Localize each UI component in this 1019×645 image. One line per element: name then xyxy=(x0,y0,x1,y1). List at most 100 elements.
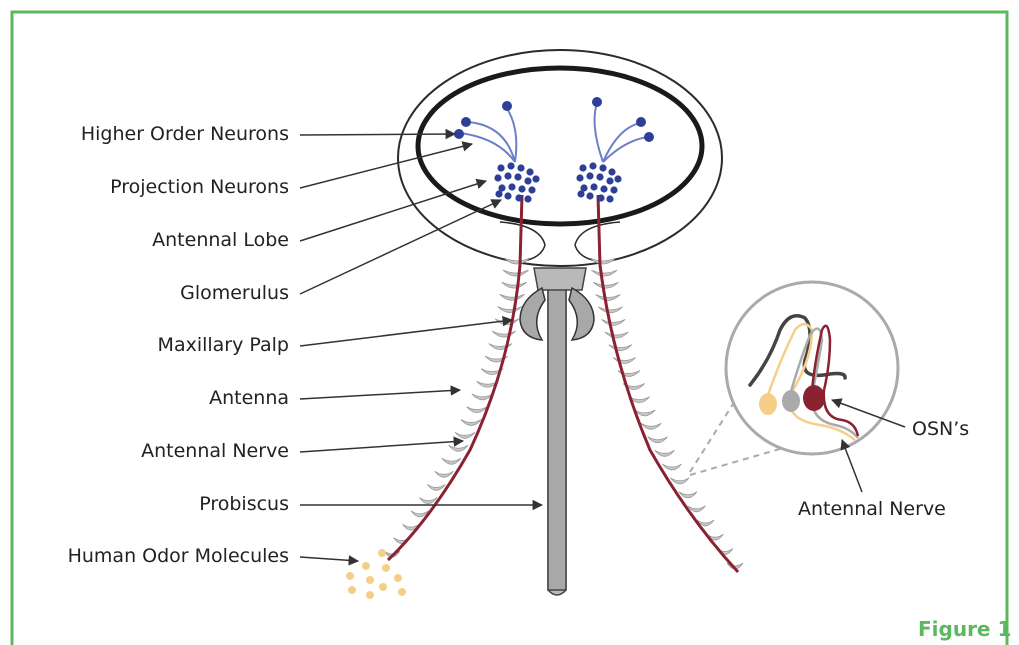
left-higher-neuron-3 xyxy=(502,101,512,111)
glomerulus-dot xyxy=(515,194,522,201)
glomerulus-dot xyxy=(526,168,533,175)
glomerulus-dot xyxy=(606,195,613,202)
glomerulus-dot xyxy=(504,192,511,199)
antenna-segment xyxy=(655,450,674,456)
antenna-segment xyxy=(442,458,461,464)
odor-molecules xyxy=(346,549,406,599)
odor-molecule xyxy=(348,586,356,594)
antenna-segment xyxy=(601,319,625,325)
antenna-segment xyxy=(461,419,481,425)
antenna-segment xyxy=(679,492,697,498)
glomerulus-dot xyxy=(614,175,621,182)
glomerulus-dot xyxy=(599,164,606,171)
right-higher-neuron-2 xyxy=(636,117,646,127)
glomerulus-dot xyxy=(586,172,593,179)
glomerulus-dot xyxy=(528,186,535,193)
label-osns: OSN’s xyxy=(912,418,969,440)
glomerulus-dot xyxy=(532,175,539,182)
antenna-segment xyxy=(503,270,529,276)
odor-molecule xyxy=(346,572,354,580)
arrow-higher-order xyxy=(300,134,455,135)
arrow-antennal-nerve xyxy=(300,441,463,452)
glomerulus-dot xyxy=(507,162,514,169)
inset-soma-red xyxy=(803,385,825,411)
label-antennal-nerve: Antennal Nerve xyxy=(141,440,289,462)
figure-caption: Figure 1 xyxy=(918,617,1011,641)
inset-circle xyxy=(726,282,898,454)
odor-molecule xyxy=(394,574,402,582)
antenna-segment xyxy=(598,307,622,313)
label-glomerulus: Glomerulus xyxy=(180,282,289,304)
label-human-odor-molecules: Human Odor Molecules xyxy=(68,545,289,567)
odor-molecule xyxy=(382,564,390,572)
odor-molecule xyxy=(379,583,387,591)
antenna-segment xyxy=(467,407,488,413)
antenna-segment xyxy=(427,484,445,490)
glomerulus-dot xyxy=(518,185,525,192)
glomerulus-dot xyxy=(586,192,593,199)
arrow-odor xyxy=(300,557,358,561)
brain-outline xyxy=(418,68,702,224)
proboscis-shaft xyxy=(548,290,566,590)
right-antenna xyxy=(590,258,743,569)
antenna-segment xyxy=(648,437,668,443)
antenna-segment xyxy=(455,432,475,438)
glomerulus-dot xyxy=(608,168,615,175)
glomerulus-dot xyxy=(577,190,584,197)
glomerulus-dot xyxy=(610,186,617,193)
left-higher-neuron-1 xyxy=(461,117,471,127)
glomerulus-dot xyxy=(504,172,511,179)
antenna-segment xyxy=(502,282,527,288)
antenna-segment xyxy=(613,358,636,364)
glomerulus-dot xyxy=(514,173,521,180)
antenna-segment xyxy=(591,270,617,276)
label-maxillary-palp: Maxillary Palp xyxy=(158,334,289,356)
label-projection-neurons: Projection Neurons xyxy=(110,176,289,198)
inset-soma-gray xyxy=(782,390,800,412)
glomerulus-dot xyxy=(579,164,586,171)
odor-molecule xyxy=(366,576,374,584)
glomerulus-dot xyxy=(494,174,501,181)
antenna-segment xyxy=(419,498,437,504)
glomerulus-dot xyxy=(495,190,502,197)
glomerulus-dot xyxy=(508,183,515,190)
antenna-segment xyxy=(670,478,689,484)
antenna-segment xyxy=(641,423,661,429)
glomerulus-dot xyxy=(517,164,524,171)
label-antennal-lobe: Antennal Lobe xyxy=(152,229,289,251)
odor-molecule xyxy=(362,562,370,570)
antenna-segment xyxy=(449,445,468,451)
odor-molecule xyxy=(378,549,386,557)
label-proboscis: Probiscus xyxy=(199,493,289,515)
antenna-segment xyxy=(492,331,515,337)
arrow-maxillary-palp xyxy=(300,320,512,346)
glomerulus-dot xyxy=(590,183,597,190)
arrow-antenna xyxy=(300,390,460,399)
glomerulus-dot xyxy=(589,162,596,169)
odor-molecule xyxy=(366,591,374,599)
glomerulus-dot xyxy=(597,194,604,201)
glomerulus-dot xyxy=(497,164,504,171)
antenna-segment xyxy=(435,471,454,477)
inset-soma-yellow xyxy=(759,393,777,415)
label-inset-antennal-nerve: Antennal Nerve xyxy=(798,498,946,520)
antenna-segment xyxy=(605,332,628,338)
antenna-segment xyxy=(593,282,618,288)
left-higher-neuron-2 xyxy=(454,129,464,139)
right-higher-neuron-3 xyxy=(644,132,654,142)
label-antenna: Antenna xyxy=(209,387,289,409)
antenna-segment xyxy=(662,464,681,470)
left-antenna xyxy=(384,258,530,557)
glomerulus-dot xyxy=(524,195,531,202)
inset-guide-lower xyxy=(690,446,790,475)
left-maxillary-palp xyxy=(520,288,545,340)
glomerulus-dot xyxy=(524,177,531,184)
glomerulus-dot xyxy=(600,185,607,192)
antenna-segment xyxy=(498,307,522,313)
right-higher-neuron-1 xyxy=(592,97,602,107)
glomerulus-dot xyxy=(596,173,603,180)
antenna-segment xyxy=(596,294,621,300)
antenna-segment xyxy=(609,345,632,351)
label-higher-order-neurons: Higher Order Neurons xyxy=(81,123,289,145)
glomerulus-dot xyxy=(576,174,583,181)
